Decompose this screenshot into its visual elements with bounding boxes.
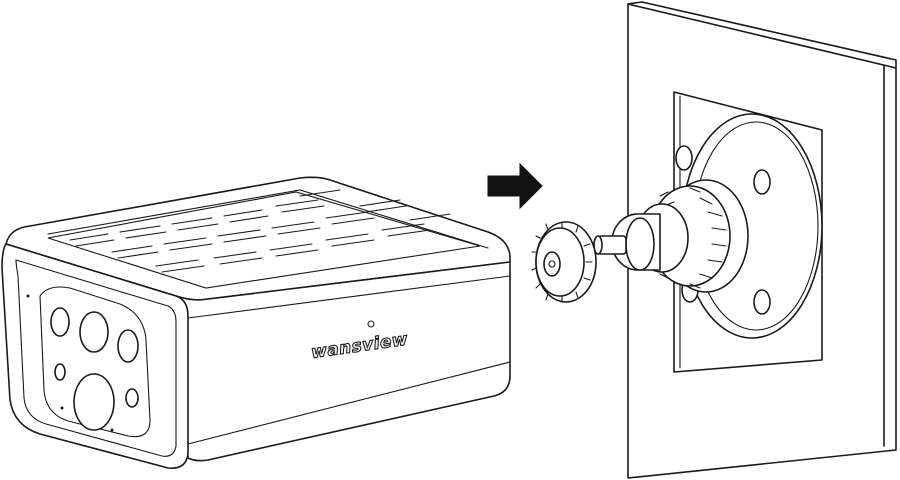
pir-sensor-icon <box>73 373 115 431</box>
light-sensor-icon <box>117 329 139 363</box>
screw-hole-bottom-right <box>753 289 771 315</box>
screw-hole-top-left <box>675 145 693 171</box>
direction-arrow-icon <box>487 162 543 210</box>
wall-bracket <box>593 113 823 339</box>
ir-led-icon <box>50 307 70 337</box>
camera-lens-icon <box>79 311 109 353</box>
mounting-knob <box>531 221 597 303</box>
screw-hole-top-right <box>753 169 771 195</box>
camera: wansview <box>1 176 511 470</box>
solar-panel <box>47 189 481 289</box>
camera-front-lenses <box>26 286 151 438</box>
